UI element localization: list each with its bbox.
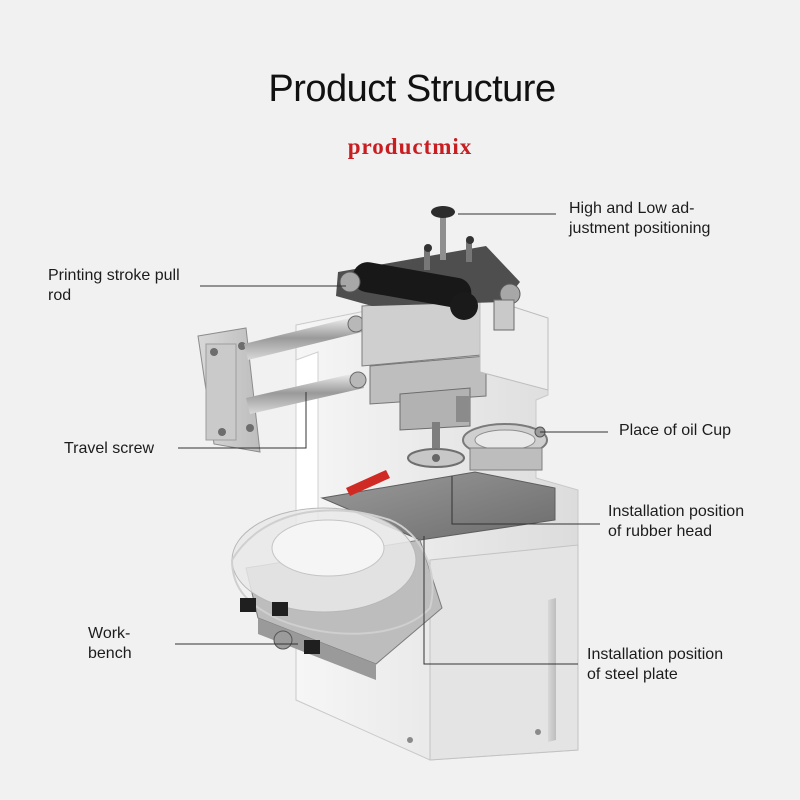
steel-plate xyxy=(320,471,556,541)
height-adjustment-knob xyxy=(424,206,474,270)
red-part xyxy=(346,470,390,496)
brand-subtitle: productmix xyxy=(347,134,473,159)
workbench xyxy=(230,507,443,680)
leader-lines xyxy=(175,213,608,665)
callout-line: rod xyxy=(48,287,72,304)
printing-stroke-rod xyxy=(336,246,521,331)
travel-screw-assembly xyxy=(197,315,367,453)
callout-line: Installation position xyxy=(587,646,724,663)
page-title: Product Structure xyxy=(268,68,556,110)
callout-line: bench xyxy=(88,645,132,662)
rubber-head xyxy=(407,422,465,468)
callout-travel-screw: Travel screw xyxy=(64,439,154,459)
callout-line: Work- xyxy=(88,625,131,642)
callout-line: Printing stroke pull xyxy=(48,267,180,284)
callout-line: of rubber head xyxy=(608,523,713,540)
oil-cup xyxy=(462,423,548,471)
callout-line: Place of oil Cup xyxy=(619,422,732,439)
callout-line: Installation position xyxy=(608,503,745,520)
callout-oil-cup: Place of oil Cup xyxy=(619,421,731,441)
carriage-block xyxy=(361,295,549,431)
callout-workbench: Work- bench xyxy=(88,624,132,664)
callout-height-adjustment: High and Low ad- justment positioning xyxy=(569,199,710,239)
callout-line: Travel screw xyxy=(64,440,155,457)
callout-line: justment positioning xyxy=(569,220,711,237)
callout-rubber-head: Installation position of rubber head xyxy=(608,502,744,542)
callout-stroke-rod: Printing stroke pull rod xyxy=(48,266,180,306)
callout-steel-plate: Installation position of steel plate xyxy=(587,645,723,685)
callout-line: of steel plate xyxy=(587,666,678,683)
callout-line: High and Low ad- xyxy=(569,200,695,217)
